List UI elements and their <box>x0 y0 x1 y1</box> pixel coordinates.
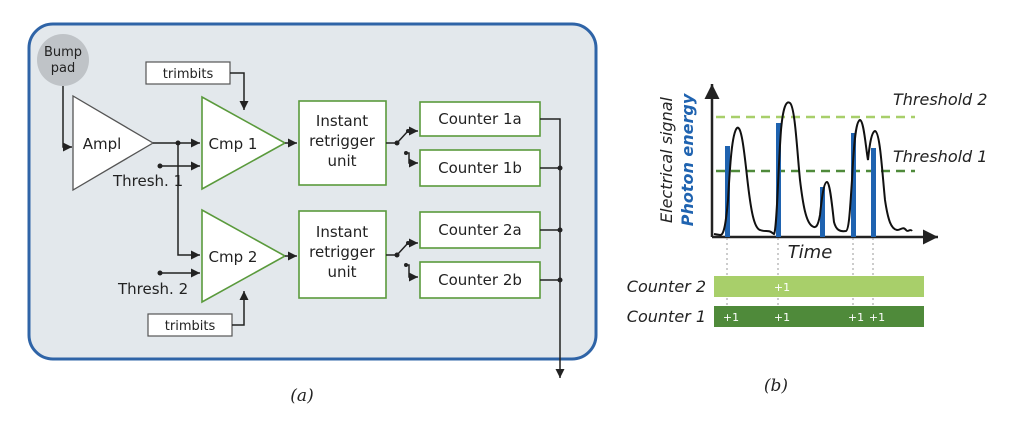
trimbits-bottom-label: trimbits <box>165 319 216 334</box>
amplifier <box>72 94 155 192</box>
counter-1-label: Counter 1 <box>627 307 706 326</box>
trimbits-top-label: trimbits <box>163 67 214 82</box>
counter-1b-label: Counter 1b <box>438 159 522 177</box>
counter-2-label: Counter 2 <box>627 277 706 296</box>
bus-junction-2a <box>557 227 563 233</box>
output-bus <box>540 118 565 378</box>
retrigger-unit-2 <box>298 210 387 299</box>
bump-pad-label-2: pad <box>51 61 75 76</box>
electrical-signal-trace <box>713 101 913 236</box>
chip-outline <box>27 22 598 361</box>
bump-pad-label-1: Bump <box>44 45 82 60</box>
photon-bar <box>851 133 856 237</box>
counter-2b-box <box>419 261 541 299</box>
comparator-2-label: Cmp 2 <box>209 248 258 266</box>
counter-1-increment: +1 <box>774 311 790 324</box>
counter-1b-box <box>419 149 541 187</box>
retrigger-unit-1 <box>298 100 387 186</box>
comparator-1 <box>201 95 287 191</box>
counter-1-increment: +1 <box>848 311 864 324</box>
panel-a: Bump pad Ampl Thresh. 1 Thresh. 2 trimbi… <box>27 22 598 406</box>
y-axis-label-1: Electrical signal <box>657 96 676 223</box>
trimbits-top-wire <box>230 72 249 110</box>
ampl-to-cmp2-wire <box>177 143 200 260</box>
amplifier-label: Ampl <box>83 135 122 153</box>
counter-2b-label: Counter 2b <box>438 271 522 289</box>
bump-to-ampl-wire <box>62 86 72 152</box>
trimbits-bottom-wire <box>232 291 249 326</box>
x-axis-label: Time <box>788 242 833 263</box>
comparator-2 <box>201 208 287 304</box>
photon-bar <box>820 187 825 237</box>
counter-2a-label: Counter 2a <box>438 221 521 239</box>
bus-junction-2b <box>557 277 563 283</box>
switch-1 <box>386 126 418 168</box>
retrigger-2-line-2: retrigger <box>309 243 376 261</box>
caption-a: (a) <box>290 386 313 406</box>
counter-2-bar <box>714 276 924 297</box>
retrigger-1-line-3: unit <box>327 152 356 170</box>
y-axis-label-2: Photon energy <box>678 93 697 226</box>
thresh2-label: Thresh. 2 <box>117 280 188 298</box>
photon-bar <box>871 148 876 237</box>
comparator-1-label: Cmp 1 <box>209 135 258 153</box>
retrigger-1-line-2: retrigger <box>309 132 376 150</box>
caption-b: (b) <box>764 376 788 396</box>
switch-2 <box>386 238 418 282</box>
retrigger-1-line-1: Instant <box>316 112 368 130</box>
retrigger-2-line-3: unit <box>327 263 356 281</box>
counter-1a-label: Counter 1a <box>438 110 521 128</box>
panel-b: Threshold 2 Threshold 1 Electrical signa… <box>627 84 987 396</box>
thresh1-label: Thresh. 1 <box>112 172 183 190</box>
threshold-2-label: Threshold 2 <box>893 90 987 109</box>
threshold-1-label: Threshold 1 <box>893 147 987 166</box>
bump-pad <box>37 34 89 86</box>
counter-1-increment: +1 <box>723 311 739 324</box>
counter-2-increment: +1 <box>774 281 790 294</box>
retrigger-2-line-1: Instant <box>316 223 368 241</box>
counter-1-bar <box>714 306 924 327</box>
counter-1-increment: +1 <box>869 311 885 324</box>
bus-junction-1b <box>557 165 563 171</box>
